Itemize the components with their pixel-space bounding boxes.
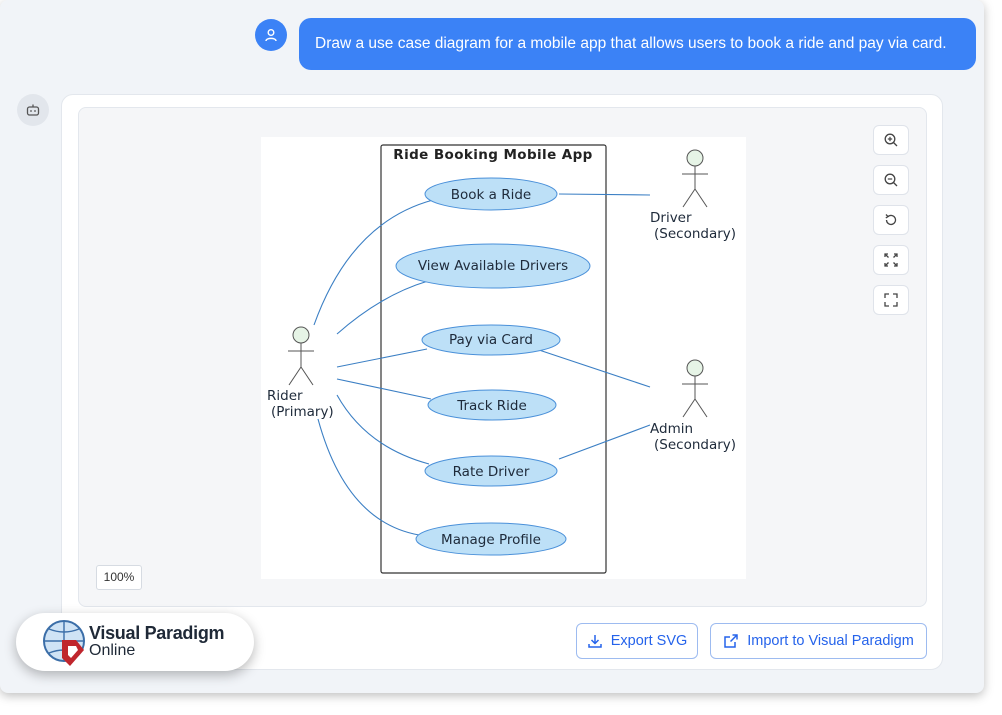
- import-vp-label: Import to Visual Paradigm: [747, 633, 914, 649]
- actor-driver-role: (Secondary): [654, 226, 736, 242]
- zoom-level: 100%: [96, 565, 142, 590]
- app-window: Draw a use case diagram for a mobile app…: [0, 0, 984, 693]
- bot-icon: [26, 104, 40, 116]
- use-case-diagram[interactable]: Ride Booking Mobile App: [261, 137, 746, 579]
- assoc-pay-admin: [538, 349, 651, 388]
- usecase-label: Book a Ride: [451, 187, 531, 203]
- visual-paradigm-logo: Visual Paradigm Online: [16, 613, 254, 671]
- export-svg-label: Export SVG: [610, 633, 688, 649]
- external-link-icon: [724, 634, 738, 648]
- actor-admin[interactable]: [682, 359, 708, 418]
- zoom-in-button[interactable]: [873, 125, 909, 155]
- assoc-book-driver: [558, 193, 651, 196]
- actor-rider[interactable]: [288, 326, 314, 386]
- usecase-label: View Available Drivers: [418, 258, 568, 274]
- actor-driver-name: Driver: [650, 210, 692, 226]
- actor-admin-name: Admin: [650, 421, 693, 437]
- assoc-rider-pay: [336, 348, 428, 368]
- assoc-rider-rate: [336, 394, 430, 465]
- usecase-view-drivers[interactable]: [395, 243, 591, 289]
- usecase-rate-driver[interactable]: [424, 455, 558, 487]
- usecase-label: Manage Profile: [441, 532, 541, 548]
- usecase-pay-card[interactable]: [421, 324, 561, 356]
- assoc-rate-admin: [558, 424, 651, 460]
- fit-icon: [884, 253, 898, 267]
- reset-icon: [885, 214, 897, 226]
- visual-paradigm-logo-icon: [43, 620, 85, 666]
- brand-name: Visual Paradigm: [89, 623, 225, 643]
- assoc-rider-book: [313, 199, 434, 326]
- assoc-rider-manage: [317, 418, 420, 536]
- actor-rider-name: Rider: [267, 388, 303, 404]
- usecase-label: Pay via Card: [449, 332, 533, 348]
- usecase-book-ride[interactable]: [424, 177, 558, 211]
- zoom-out-icon: [884, 173, 898, 187]
- usecase-track-ride[interactable]: [427, 389, 557, 421]
- fullscreen-icon: [884, 293, 898, 307]
- fullscreen-button[interactable]: [873, 285, 909, 315]
- user-icon: [265, 29, 277, 42]
- brand-sub: Online: [89, 642, 136, 659]
- assoc-rider-track: [336, 378, 432, 400]
- assoc-rider-view: [336, 280, 429, 335]
- usecase-manage-profile[interactable]: [415, 522, 567, 556]
- actor-rider-role: (Primary): [271, 404, 334, 420]
- fit-view-button[interactable]: [873, 245, 909, 275]
- download-icon: [587, 635, 602, 648]
- usecase-label: Track Ride: [456, 398, 527, 414]
- system-boundary: [380, 144, 607, 574]
- user-message: Draw a use case diagram for a mobile app…: [299, 18, 976, 70]
- zoom-out-button[interactable]: [873, 165, 909, 195]
- user-avatar: [255, 19, 287, 51]
- actor-admin-role: (Secondary): [654, 437, 736, 453]
- system-title: Ride Booking Mobile App: [393, 147, 592, 163]
- export-svg-button[interactable]: Export SVG: [576, 623, 698, 659]
- actor-driver[interactable]: [682, 149, 708, 208]
- usecase-label: Rate Driver: [453, 464, 530, 480]
- import-to-visual-paradigm-button[interactable]: Import to Visual Paradigm: [710, 623, 927, 659]
- bot-avatar: [17, 94, 49, 126]
- zoom-in-icon: [884, 133, 898, 147]
- reset-view-button[interactable]: [873, 205, 909, 235]
